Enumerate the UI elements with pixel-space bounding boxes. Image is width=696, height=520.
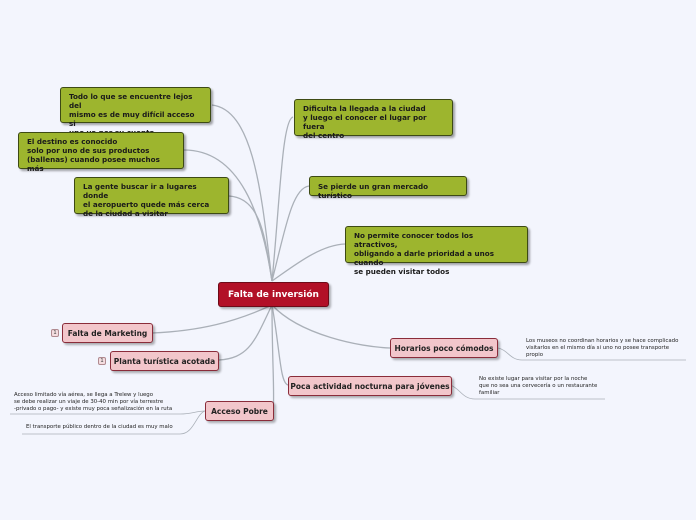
connector-line [271, 304, 289, 386]
note-horarios-museos[interactable]: Los museos no coordinan horarios y se ha… [526, 338, 679, 358]
problem-node-nocturna[interactable]: Poca actividad nocturna para jóvenes [288, 376, 452, 396]
cause-node[interactable]: Se pierde un gran mercado turístico [309, 176, 467, 200]
connector-line [271, 304, 391, 349]
connector-line [449, 384, 605, 400]
connector-line [271, 304, 275, 412]
attachment-count-badge[interactable]: 1 [98, 357, 106, 365]
connector-line [218, 304, 273, 361]
problem-label: Horarios poco cómodos [394, 343, 494, 353]
problem-label: Poca actividad nocturna para jóvenes [290, 381, 450, 391]
connector-line [271, 185, 310, 282]
connector-line [228, 195, 273, 282]
problem-node-planta[interactable]: Planta turística acotada [110, 351, 219, 371]
connector-line [22, 410, 206, 435]
connector-line [211, 104, 273, 282]
cause-node[interactable]: No permite conocer todos los atractivos,… [345, 226, 528, 276]
cause-node[interactable]: Todo lo que se encuentre lejos del mismo… [60, 87, 211, 137]
note-acceso-limitado[interactable]: Acceso limitado vía aérea, se llega a Tr… [14, 392, 173, 412]
note-actividad-nocturna[interactable]: No existe lugar para visitar por la noch… [479, 376, 598, 396]
problem-label: Planta turística acotada [113, 356, 216, 366]
central-topic-label: Falta de inversión [228, 289, 319, 300]
connector-line [151, 304, 273, 334]
attachment-count-badge[interactable]: 1 [51, 329, 59, 337]
cause-node[interactable]: Dificulta la llegada a la ciudad y luego… [294, 99, 453, 140]
problem-node-marketing[interactable]: Falta de Marketing [62, 323, 153, 343]
problem-label: Acceso Pobre [211, 406, 268, 416]
problem-label: Falta de Marketing [67, 328, 148, 338]
problem-node-horarios[interactable]: Horarios poco cómodos [390, 338, 498, 358]
problem-node-acceso[interactable]: Acceso Pobre [205, 401, 274, 421]
cause-node[interactable]: El destino es conocido solo por uno de s… [18, 132, 184, 173]
cause-node[interactable]: La gente buscar ir a lugares donde el ae… [74, 177, 229, 218]
note-transporte-publico[interactable]: El transporte público dentro de la ciuda… [26, 424, 173, 430]
connector-line [183, 149, 273, 282]
connector-line [10, 410, 206, 415]
connector-line [271, 243, 346, 282]
connector-line [497, 347, 686, 361]
central-topic[interactable]: Falta de inversión [218, 282, 329, 307]
connector-line [271, 116, 294, 282]
